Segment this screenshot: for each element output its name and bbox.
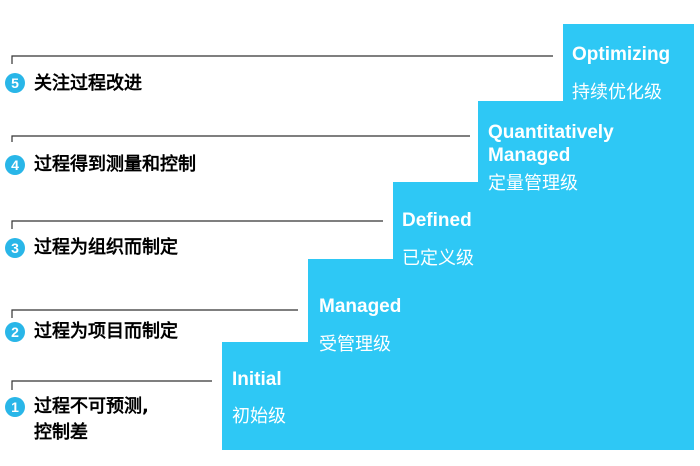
step-optimizing-title: Optimizing — [572, 44, 671, 65]
step-bar-optimizing — [563, 24, 694, 450]
level-4-badge: 4 — [5, 155, 25, 175]
step-defined-title: Defined — [402, 210, 472, 231]
level-4-description: 过程得到测量和控制 — [34, 154, 196, 175]
connector-line-5 — [11, 55, 553, 64]
step-initial-subtitle: 初始级 — [232, 406, 286, 427]
level-5-description: 关注过程改进 — [34, 73, 142, 94]
step-managed-subtitle: 受管理级 — [319, 334, 391, 355]
level-3-description: 过程为组织而制定 — [34, 237, 178, 258]
step-optimizing-subtitle: 持续优化级 — [572, 82, 662, 103]
step-initial-title: Initial — [232, 369, 282, 390]
connector-line-4 — [11, 135, 470, 142]
step-managed-title: Managed — [319, 296, 402, 317]
connector-line-2 — [11, 309, 298, 318]
connector-line-1 — [11, 380, 212, 390]
step-quantitative-title-line1: Quantitatively — [488, 122, 614, 143]
level-1-description-line1: 过程不可预测, — [34, 396, 149, 417]
connector-line-3 — [11, 220, 383, 229]
level-5-badge: 5 — [5, 73, 25, 93]
level-2-description: 过程为项目而制定 — [34, 321, 178, 342]
level-2-badge: 2 — [5, 322, 25, 342]
step-quantitative-title-line2: Managed — [488, 145, 571, 166]
step-quantitative-subtitle: 定量管理级 — [488, 173, 578, 194]
step-defined-subtitle: 已定义级 — [402, 248, 474, 269]
level-3-badge: 3 — [5, 238, 25, 258]
level-1-description-line2: 控制差 — [34, 422, 88, 443]
level-1-badge: 1 — [5, 397, 25, 417]
